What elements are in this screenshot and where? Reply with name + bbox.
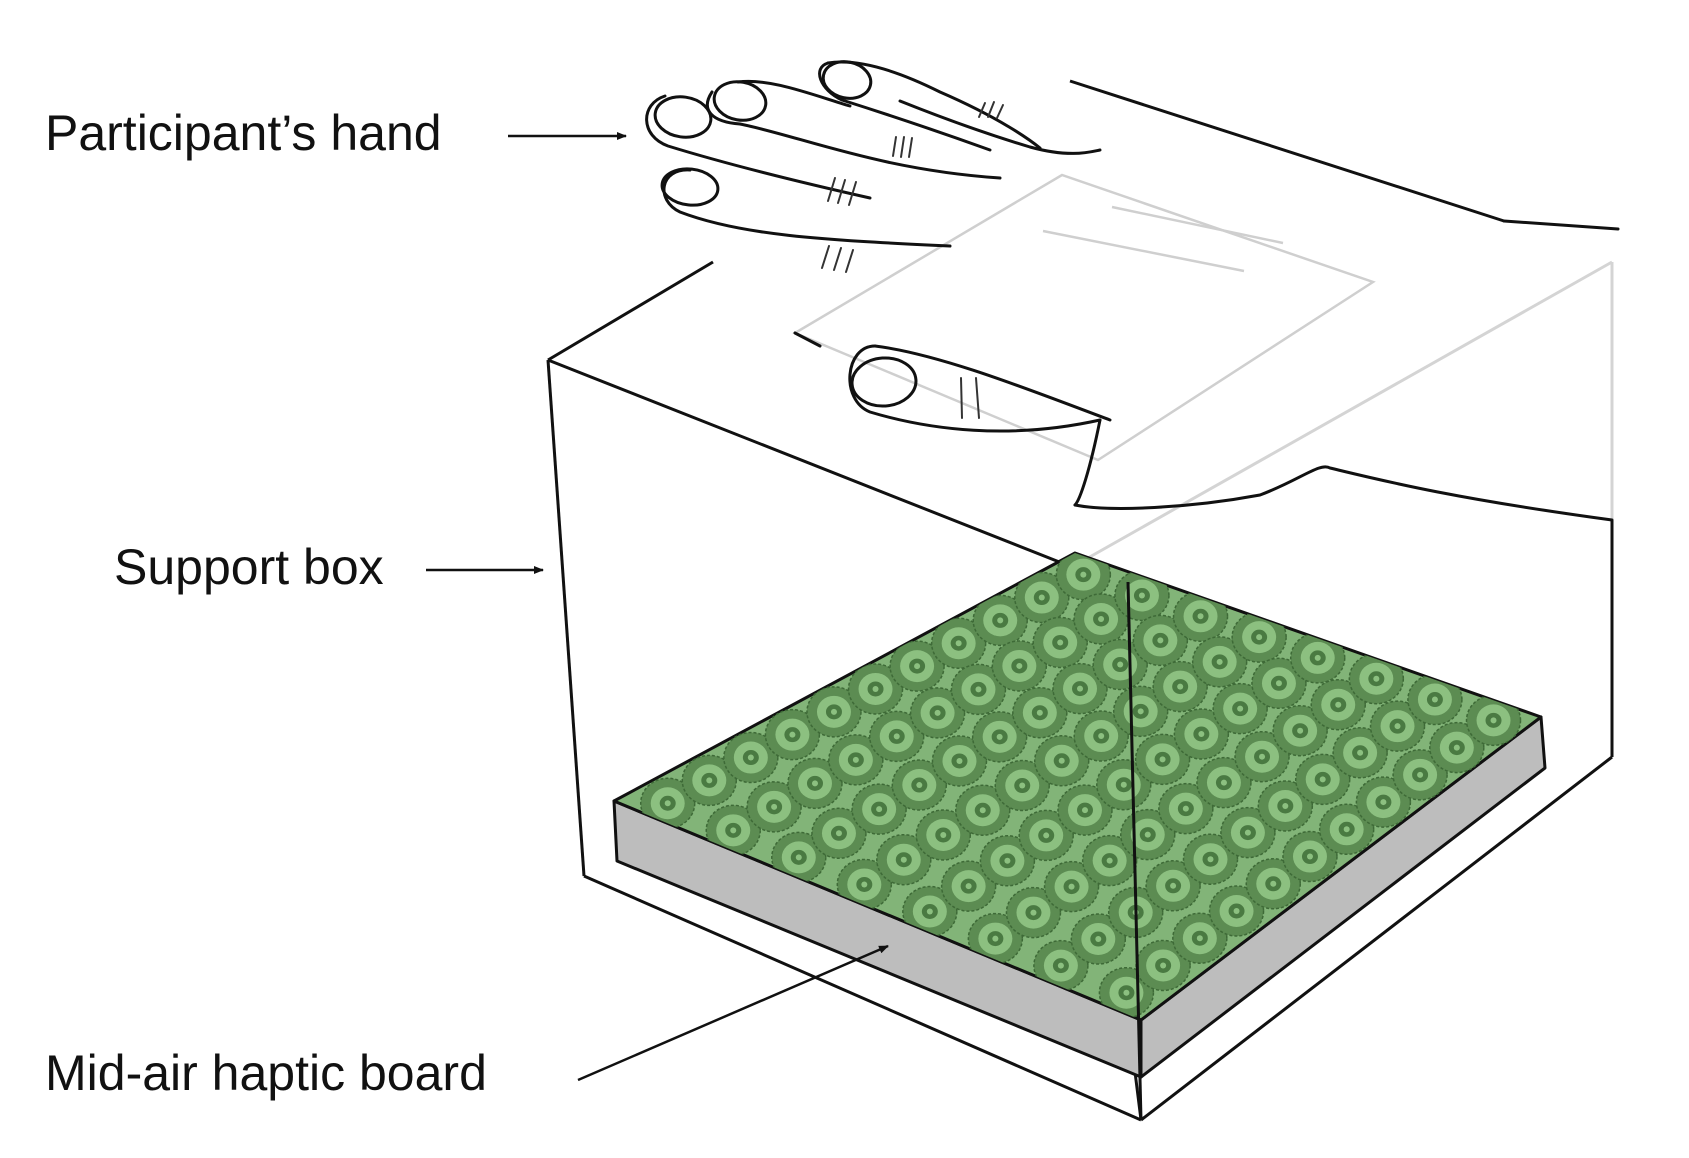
haptic-board-label: Mid-air haptic board (45, 1045, 487, 1101)
transducer (971, 711, 1028, 763)
transducer (1145, 860, 1201, 912)
transducer (1005, 886, 1062, 939)
transducer (836, 858, 893, 911)
transducer (915, 809, 972, 861)
transducer (1196, 756, 1252, 809)
transducer (1134, 733, 1191, 786)
transducer (1251, 657, 1307, 710)
transducer (1057, 784, 1113, 836)
transducer (1018, 809, 1074, 862)
transducer (1212, 682, 1268, 735)
transducer (851, 783, 907, 835)
transducer (1033, 735, 1090, 787)
transducer (891, 759, 948, 811)
transducer (1043, 860, 1100, 913)
transducer (1369, 700, 1426, 752)
transducer (811, 807, 867, 860)
transducer (746, 781, 802, 833)
transducer (1392, 749, 1448, 801)
transducer (1294, 753, 1351, 806)
transducer (1234, 730, 1290, 783)
transducer (1073, 593, 1129, 645)
transducer (1182, 833, 1239, 885)
transducer (868, 710, 925, 763)
support-box-back-edges (1071, 260, 1614, 569)
support-box-front-edge (1126, 581, 1143, 1121)
transducer (771, 831, 827, 884)
transducer (1032, 616, 1088, 669)
transducer (1245, 858, 1302, 910)
transducer (1318, 803, 1375, 856)
transducer (902, 885, 958, 938)
transducer (1257, 780, 1314, 832)
transducer (1289, 632, 1346, 684)
transducer (1070, 913, 1127, 965)
transducer (1220, 806, 1276, 859)
haptic-board (612, 551, 1547, 1079)
transducer (828, 734, 884, 786)
transducer (1272, 704, 1328, 757)
transducer (1429, 721, 1485, 774)
transducer-array (639, 553, 1522, 1019)
transducer (1332, 727, 1388, 779)
transducer (1173, 708, 1230, 760)
transducer (705, 804, 761, 857)
transducer (1355, 776, 1412, 828)
transducer (979, 835, 1036, 887)
transducer (1152, 660, 1208, 713)
transducer (991, 640, 1048, 692)
transducer (1014, 571, 1070, 624)
transducer (723, 731, 779, 784)
transducer (1348, 652, 1405, 705)
transducer (1191, 636, 1248, 688)
transducer (940, 860, 997, 912)
transducer (1092, 638, 1148, 691)
transducer (1052, 662, 1108, 715)
transducer (1407, 673, 1463, 726)
transducer (1098, 966, 1155, 1019)
transducer (787, 757, 843, 810)
transducer (806, 686, 862, 738)
transducer (764, 708, 821, 761)
transducer (1310, 678, 1366, 731)
support-box-label: Support box (114, 539, 384, 595)
transducer (931, 735, 988, 787)
hand-crease-marks (821, 101, 1004, 419)
transducer (1055, 553, 1112, 601)
transducer (1158, 782, 1214, 835)
participant-hand-label: Participant’s hand (45, 105, 442, 161)
transducer (1012, 686, 1068, 739)
haptic-board-arrow (577, 944, 889, 1082)
transducer (994, 759, 1050, 812)
transducer (955, 784, 1011, 836)
transducer (847, 663, 904, 715)
transducer (1172, 912, 1228, 964)
participant-hand (645, 60, 1620, 522)
transducer (876, 833, 932, 886)
transducer (909, 687, 966, 739)
transducer (889, 640, 945, 692)
transducer (930, 617, 987, 670)
transducer (950, 663, 1007, 716)
transducer (1114, 569, 1170, 622)
transducer (1172, 590, 1229, 643)
transducer (972, 594, 1028, 647)
transducer (1208, 885, 1265, 937)
transducer (1231, 611, 1287, 663)
transducer (1081, 834, 1138, 887)
transducer (681, 754, 738, 807)
transducer (1465, 694, 1522, 747)
transducer (1282, 830, 1338, 883)
transducer (1135, 939, 1191, 992)
box-top-panel (792, 173, 1376, 462)
transducer (1132, 614, 1189, 667)
transducer (1073, 710, 1129, 762)
transducer (1033, 939, 1089, 992)
